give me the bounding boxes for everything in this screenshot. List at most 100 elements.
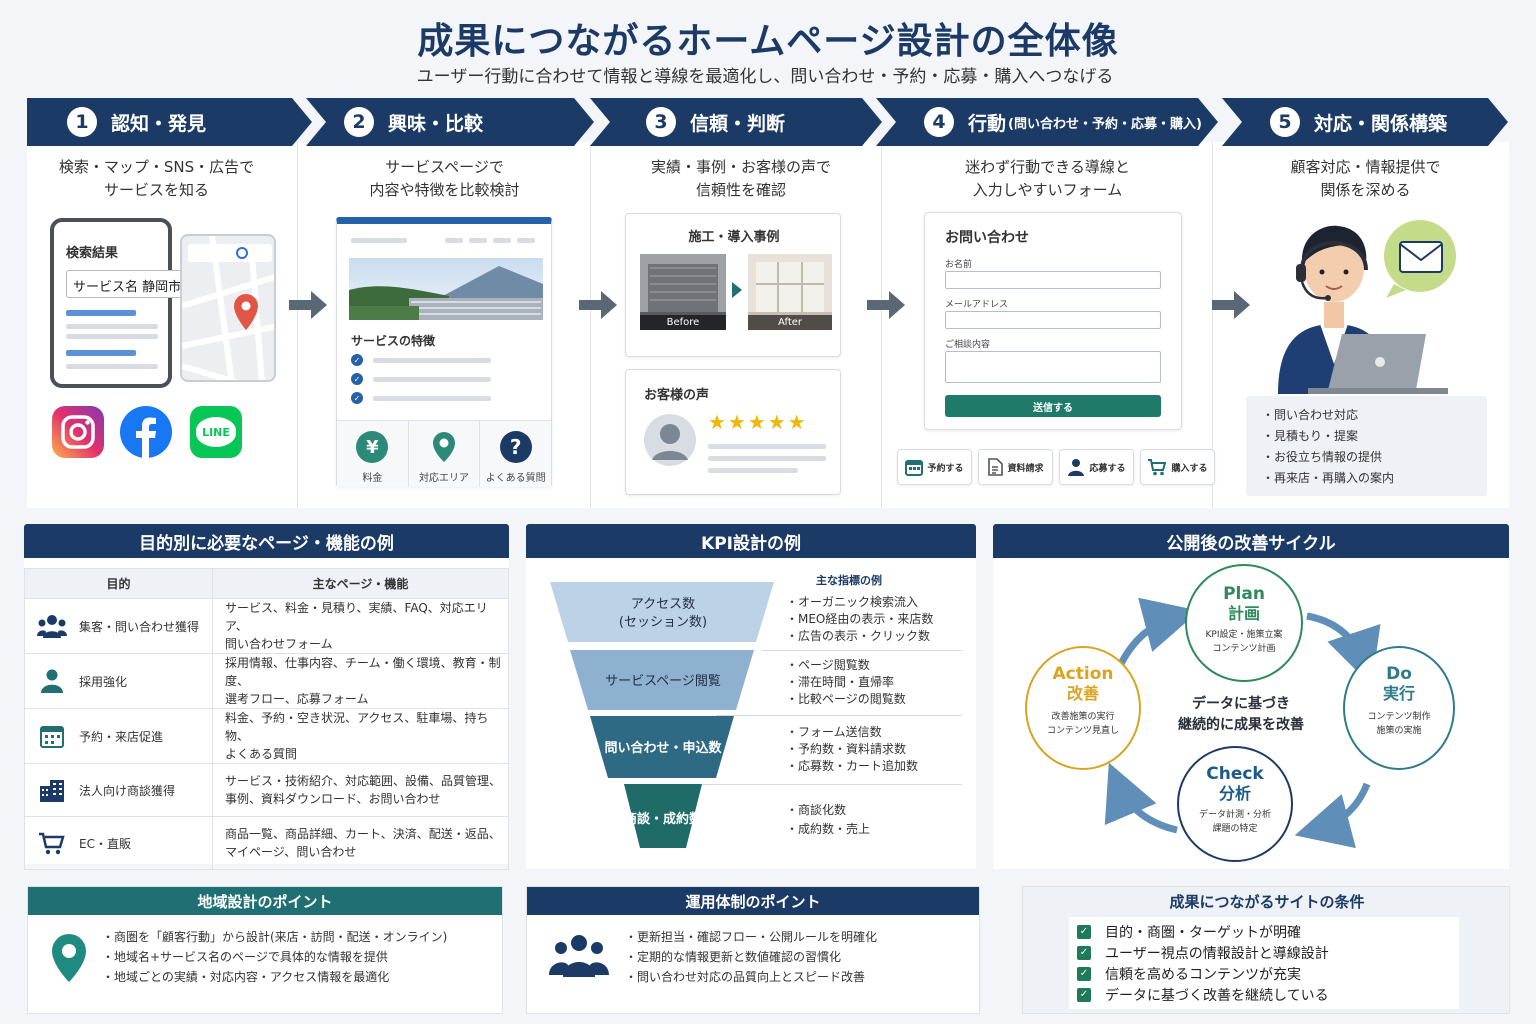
contact-form: お問い合わせ お名前 メールアドレス ご相談内容 送信する: [924, 212, 1182, 430]
pages-table: 目的 主なページ・機能 集客・問い合わせ獲得 サービス、料金・見積り、実績、FA…: [24, 568, 509, 870]
check-icon: ✓: [351, 392, 363, 404]
step-number: 1: [67, 107, 97, 137]
review-text-line: [708, 468, 798, 473]
email-label: メールアドレス: [945, 300, 1009, 310]
flow-arrow-icon: [289, 291, 327, 319]
person-icon: [1068, 459, 1085, 476]
pages-section: 目的別に必要なページ・機能の例 目的 主なページ・機能 集客・問い合わせ獲得 サ…: [24, 524, 509, 870]
kpi-section-heading: KPI設計の例: [526, 524, 976, 558]
funnel-stage-3: [590, 716, 734, 778]
checkbox-checked-icon: ✓: [1077, 966, 1091, 981]
table-row: 採用強化 採用情報、仕事内容、チーム・働く環境、教育・制度、選考フロー、応募フォ…: [24, 653, 509, 709]
step-number: 4: [924, 107, 954, 137]
step-5-description: 顧客対応・情報提供で関係を深める: [1290, 158, 1441, 199]
faq-link[interactable]: ? よくある質問: [480, 421, 551, 487]
review-text-line: [708, 444, 826, 449]
reserve-button[interactable]: 予約する: [897, 449, 972, 485]
customer-voice-card: お客様の声 ★★★★★: [625, 369, 841, 495]
step-number: 3: [646, 107, 676, 137]
cart-icon: [39, 832, 65, 855]
group-icon: [37, 615, 67, 638]
local-design-heading: 地域設計のポイント: [28, 887, 502, 915]
divider: [716, 715, 962, 716]
hero-landscape-image: [349, 258, 543, 320]
message-label: ご相談内容: [945, 340, 991, 350]
cycle-center-text: データに基づき継続的に成果を改善: [1178, 696, 1304, 733]
facebook-icon: [120, 406, 172, 458]
line-logo-text: LINE: [196, 417, 236, 447]
feature-list: ✓ ✓ ✓: [351, 354, 491, 404]
kpi-section: KPI設計の例 主な指標の例 アクセス数(セッション数) サービスページ閲覧 問…: [526, 524, 976, 869]
user-avatar-icon: [644, 414, 696, 466]
checkbox-checked-icon: ✓: [1077, 945, 1091, 960]
divider: [702, 784, 962, 785]
submit-button[interactable]: 送信する: [945, 395, 1161, 417]
table-row: 法人向け商談獲得 サービス・技術紹介、対応範囲、設備、品質管理、事例、資料ダウン…: [24, 763, 509, 817]
email-field[interactable]: [945, 311, 1161, 329]
result-text-line: [66, 364, 158, 369]
area-link[interactable]: 対応エリア: [409, 421, 481, 487]
customer-voice-title: お客様の声: [644, 388, 710, 403]
column-header: 主なページ・機能: [212, 568, 509, 599]
checkbox-checked-icon: ✓: [1077, 987, 1091, 1002]
step-sublabel: (問い合わせ・予約・応募・購入): [1008, 116, 1202, 132]
apply-button[interactable]: 応募する: [1059, 449, 1134, 485]
person-icon: [41, 669, 63, 693]
funnel-stage-2: [570, 650, 754, 710]
funnel-stage-4-label: 商談・成約数: [623, 812, 702, 827]
result-link-line: [66, 350, 136, 356]
table-row: EC・直販 商品一覧、商品詳細、カート、決済、配送・返品、マイページ、問い合わせ: [24, 816, 509, 870]
table-row: 集客・問い合わせ獲得 サービス、料金・見積り、実績、FAQ、対応エリア、問い合わ…: [24, 598, 509, 654]
instagram-icon: [52, 406, 104, 458]
check-icon: ✓: [351, 373, 363, 385]
document-request-button[interactable]: 資料請求: [978, 449, 1053, 485]
step-label: 行動: [968, 112, 1007, 135]
review-text-line: [708, 456, 826, 461]
question-icon: ?: [499, 431, 532, 463]
nav-line: [469, 238, 487, 243]
before-after-arrow-icon: [732, 282, 742, 298]
funnel-stage-2-label: サービスページ閲覧: [605, 674, 721, 689]
step-5-header: 5 対応・関係構築: [1222, 98, 1508, 146]
location-pin-icon: [433, 432, 455, 462]
line-icon: LINE: [190, 406, 242, 458]
service-page-mockup: サービスの特徴 ✓ ✓ ✓ ¥ 料金 対応エリア ? よくある質問: [336, 217, 552, 487]
step-label: 対応・関係構築: [1314, 112, 1448, 135]
after-image: After: [748, 254, 832, 330]
map-icon: [182, 236, 274, 380]
map-mockup: [180, 234, 276, 382]
name-field[interactable]: [945, 271, 1161, 289]
smartphone-mockup: 検索結果 サービス名 静岡市: [50, 218, 208, 388]
form-title: お問い合わせ: [945, 230, 1029, 246]
step-label: 信頼・判断: [690, 112, 786, 135]
case-study-card: 施工・導入事例 Before After: [625, 213, 841, 357]
flow-arrow-icon: [867, 291, 905, 319]
nav-line: [493, 238, 511, 243]
nav-line: [351, 238, 407, 243]
before-image: Before: [640, 254, 726, 330]
purchase-button[interactable]: 購入する: [1140, 449, 1215, 485]
operations-list: ・更新担当・確認フロー・公開ルールを明確化・定期的な情報更新と数値確認の習慣化・…: [625, 930, 878, 984]
yen-icon: ¥: [356, 431, 389, 463]
case-study-title: 施工・導入事例: [688, 230, 780, 245]
divider: [762, 650, 962, 651]
result-link-line: [66, 310, 136, 316]
after-label: After: [748, 315, 832, 330]
message-field[interactable]: [945, 351, 1161, 383]
action-node: Action 改善 改善施策の実行 コンテンツ見直し: [1025, 646, 1141, 770]
conditions-list: ✓目的・商圏・ターゲットが明確 ✓ユーザー視点の情報設計と導線設計 ✓信頼を高め…: [1069, 917, 1459, 1009]
calendar-icon: [905, 460, 924, 476]
do-node: Do 実行 コンテンツ制作 施策の実施: [1343, 646, 1455, 770]
step-3-description: 実績・事例・お客様の声で信頼性を確認: [650, 158, 831, 199]
step-label: 認知・発見: [111, 112, 207, 135]
step-number: 5: [1270, 107, 1300, 137]
check-node: Check 分析 データ計測・分析 課題の特定: [1177, 746, 1293, 862]
kpi-metrics-2: ・ページ閲覧数・滞在時間・直帰率・比較ページの閲覧数: [786, 658, 906, 706]
pages-section-heading: 目的別に必要なページ・機能の例: [24, 524, 509, 558]
flow-arrow-icon: [1212, 291, 1250, 319]
price-link[interactable]: ¥ 料金: [337, 421, 409, 487]
step-number: 2: [344, 107, 374, 137]
operations-heading: 運用体制のポイント: [527, 887, 979, 915]
conditions-section: 成果につながるサイトの条件 ✓目的・商圏・ターゲットが明確 ✓ユーザー視点の情報…: [1022, 886, 1510, 1014]
